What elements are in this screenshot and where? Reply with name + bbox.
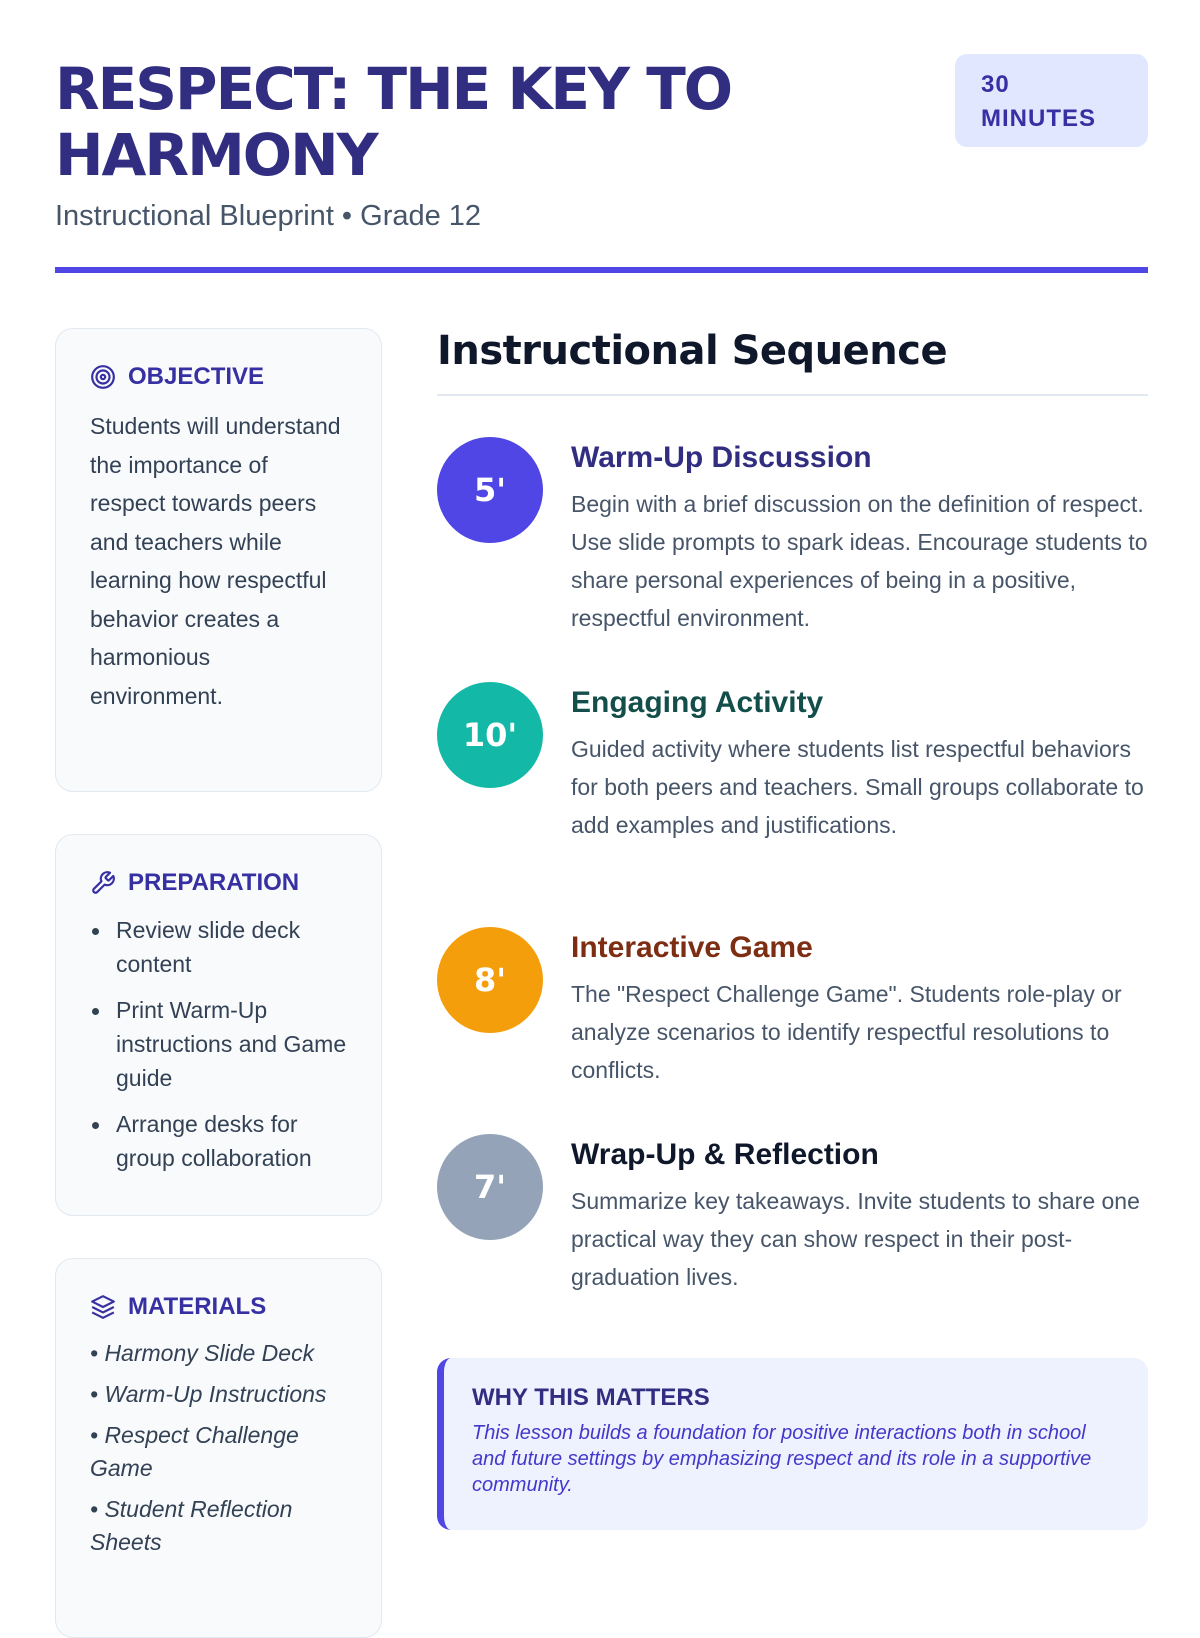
preparation-item: Review slide deck content xyxy=(90,913,347,981)
why-heading: WHY THIS MATTERS xyxy=(472,1384,710,1411)
preparation-item: Arrange desks for group collaboration xyxy=(90,1107,347,1175)
preparation-card: PREPARATION Review slide deck content Pr… xyxy=(55,834,382,1216)
duration-badge: 30 MINUTES xyxy=(955,54,1148,147)
page-title: RESPECT: THE KEY TO HARMONY xyxy=(55,55,733,189)
sequence-step: 5' Warm-Up Discussion Begin with a brief… xyxy=(437,437,1148,637)
sequence-step: 10' Engaging Activity Guided activity wh… xyxy=(437,682,1148,844)
material-item: • Warm-Up Instructions xyxy=(90,1381,327,1407)
sequence-step: 7' Wrap-Up & Reflection Summarize key ta… xyxy=(437,1134,1148,1296)
step-time-badge: 8' xyxy=(437,927,543,1033)
wrench-icon xyxy=(92,871,115,894)
step-title: Warm-Up Discussion xyxy=(571,441,872,474)
sequence-divider xyxy=(437,394,1148,396)
sequence-step: 8' Interactive Game The "Respect Challen… xyxy=(437,927,1148,1089)
preparation-heading: PREPARATION xyxy=(128,869,300,896)
material-item: • Harmony Slide Deck xyxy=(90,1340,315,1366)
step-title: Wrap-Up & Reflection xyxy=(571,1138,879,1171)
preparation-item: Print Warm-Up instructions and Game guid… xyxy=(90,993,347,1095)
sequence-heading: Instructional Sequence xyxy=(437,328,948,374)
step-title: Engaging Activity xyxy=(571,686,824,719)
step-title: Interactive Game xyxy=(571,931,813,964)
materials-heading: MATERIALS xyxy=(128,1293,267,1320)
objective-heading: OBJECTIVE xyxy=(128,363,265,390)
step-time-badge: 10' xyxy=(437,682,543,788)
step-time-badge: 7' xyxy=(437,1134,543,1240)
header-divider xyxy=(55,267,1148,273)
material-item: • Respect Challenge Game xyxy=(90,1422,299,1481)
why-this-matters-callout: WHY THIS MATTERS This lesson builds a fo… xyxy=(437,1358,1148,1530)
objective-card: OBJECTIVE Students will understand the i… xyxy=(55,328,382,792)
why-text: This lesson builds a foundation for posi… xyxy=(472,1422,1092,1496)
target-icon xyxy=(91,365,115,389)
page-subtitle: Instructional Blueprint • Grade 12 xyxy=(55,200,482,232)
step-description: The "Respect Challenge Game". Students r… xyxy=(571,981,1122,1083)
step-description: Begin with a brief discussion on the def… xyxy=(571,491,1148,631)
step-description: Guided activity where students list resp… xyxy=(571,736,1144,838)
objective-text: Students will understand the importance … xyxy=(90,413,341,709)
step-description: Summarize key takeaways. Invite students… xyxy=(571,1188,1140,1290)
materials-card: MATERIALS • Harmony Slide Deck • Warm-Up… xyxy=(55,1258,382,1638)
layers-icon xyxy=(91,1295,115,1319)
material-item: • Student Reflection Sheets xyxy=(90,1496,293,1555)
step-time-badge: 5' xyxy=(437,437,543,543)
